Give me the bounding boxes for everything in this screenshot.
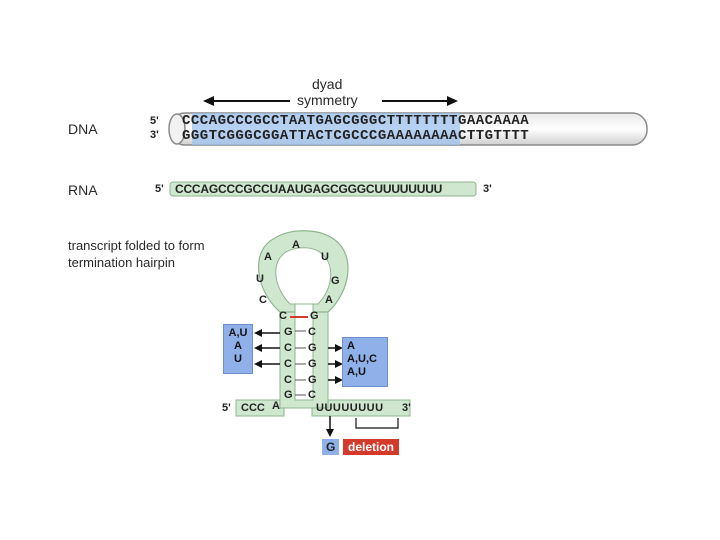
dyad-label-line2: symmetry	[297, 92, 358, 108]
stem-right-base: C	[308, 326, 316, 338]
tail-3-seq: UUUUUUUU	[316, 402, 384, 414]
stem-left-base: C	[284, 358, 292, 370]
right-box-item: A	[347, 340, 355, 352]
dyad-arrows	[203, 96, 458, 106]
left-box-item: A,U	[228, 327, 248, 339]
rna-5prime: 5'	[155, 183, 164, 195]
hairpin-caption-line1: transcript folded to form	[68, 238, 205, 253]
dna-bottom-strand: GGGTCGGGCGGATTACTCGCCCGAAAAAAAACTTGTTTT	[182, 128, 530, 144]
hairpin-3prime: 3'	[402, 402, 411, 414]
stem-right-base: G	[308, 342, 317, 354]
right-substitution-box: A A,U,C A,U	[342, 337, 388, 387]
dna-bottom-3prime: 3'	[150, 129, 159, 141]
loop-base: U	[321, 251, 329, 263]
stem-right-base: C	[308, 389, 316, 401]
loop-base: A	[292, 239, 300, 251]
dna-label: DNA	[68, 121, 98, 137]
dna-top-strand: CCCAGCCCGCCTAATGAGCGGGCTTTTTTTTGAACAAAA	[182, 113, 530, 129]
deletion-bracket	[355, 418, 399, 429]
left-box-item: U	[234, 353, 242, 365]
rna-label: RNA	[68, 182, 98, 198]
stem-left-base: G	[284, 326, 293, 338]
loop-base: A	[325, 294, 333, 306]
dna-tube	[168, 112, 648, 146]
left-box-item: A	[234, 340, 242, 352]
dyad-label-line1: dyad	[312, 76, 343, 92]
stem-left-base: G	[284, 389, 293, 401]
stem-right-base: G	[308, 358, 317, 370]
loop-base: U	[256, 273, 264, 285]
rna-sequence: CCCAGCCCGCCUAAUGAGCGGGCUUUUUUUU	[175, 182, 443, 196]
left-substitution-box: A,U A U	[223, 324, 253, 374]
stem-left-base: C	[284, 342, 292, 354]
loop-base: G	[331, 275, 340, 287]
mutation-arrow	[326, 416, 334, 437]
stem-left-base: C	[284, 374, 292, 386]
left-arrows	[254, 329, 280, 368]
stem-left-base: C	[279, 310, 287, 322]
loop-base: A	[264, 251, 272, 263]
hairpin-shape	[235, 230, 411, 417]
right-box-item: A,U,C	[347, 353, 377, 365]
rna-3prime: 3'	[483, 183, 492, 195]
mutation-g-box: G	[322, 439, 340, 455]
tail-5-seq: CCC	[241, 402, 265, 414]
tail-5-base: A	[272, 400, 280, 412]
right-box-item: A,U	[347, 366, 366, 378]
deletion-label: deletion	[343, 439, 400, 455]
rna-strip	[169, 181, 477, 197]
right-arrows	[328, 344, 343, 384]
hairpin-caption-line2: termination hairpin	[68, 255, 175, 270]
stem-right-base: G	[308, 374, 317, 386]
dna-top-5prime: 5'	[150, 115, 159, 127]
loop-base: C	[259, 294, 267, 306]
stem-right-base: G	[310, 310, 319, 322]
hairpin-5prime: 5'	[222, 402, 231, 414]
